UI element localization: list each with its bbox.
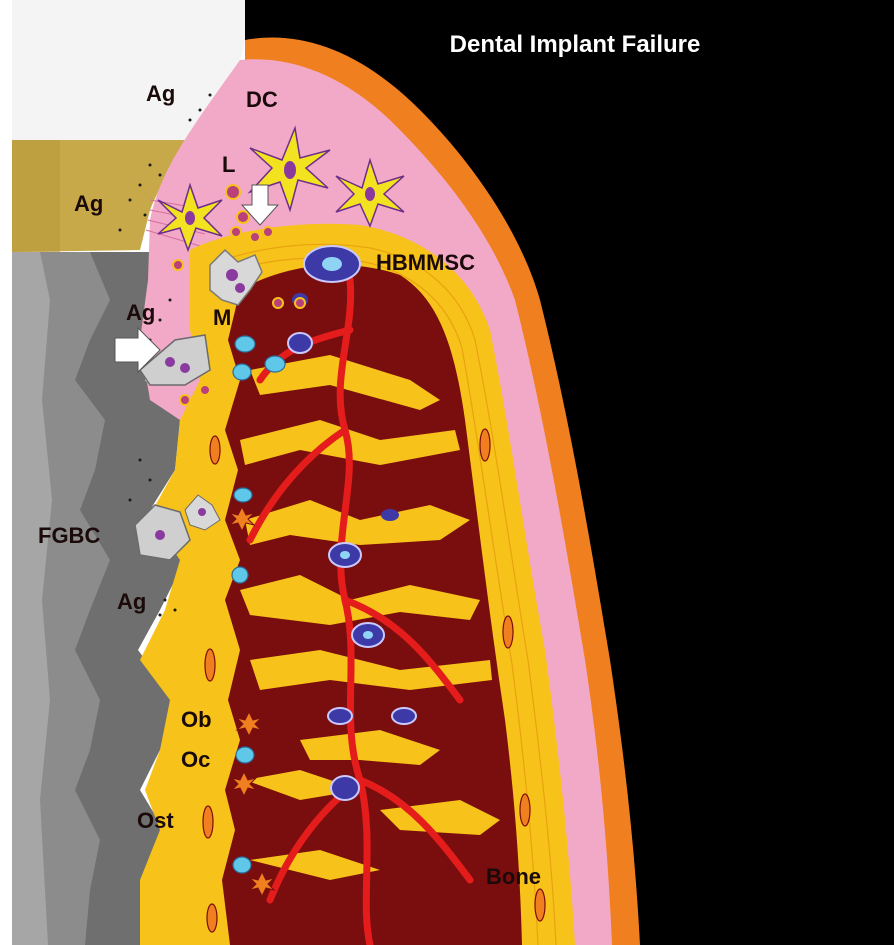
label-ob: Ob (181, 707, 212, 732)
label-ag-abutment: Ag (74, 191, 103, 216)
label-ag-crown: Ag (146, 81, 175, 106)
label-bone: Bone (486, 864, 541, 889)
label-m: M (213, 305, 231, 330)
label-fgbc: FGBC (38, 523, 100, 548)
label-ost: Ost (137, 808, 174, 833)
label-hbmmsc: HBMMSC (376, 250, 475, 275)
label-oc: Oc (181, 747, 210, 772)
left-margin (0, 0, 14, 945)
label-ag-implant: Ag (126, 300, 155, 325)
diagram-title: Dental Implant Failure (450, 31, 701, 58)
label-dc: DC (246, 87, 278, 112)
label-l: L (222, 152, 235, 177)
abutment-shade (12, 140, 60, 252)
label-ag-thread: Ag (117, 589, 146, 614)
